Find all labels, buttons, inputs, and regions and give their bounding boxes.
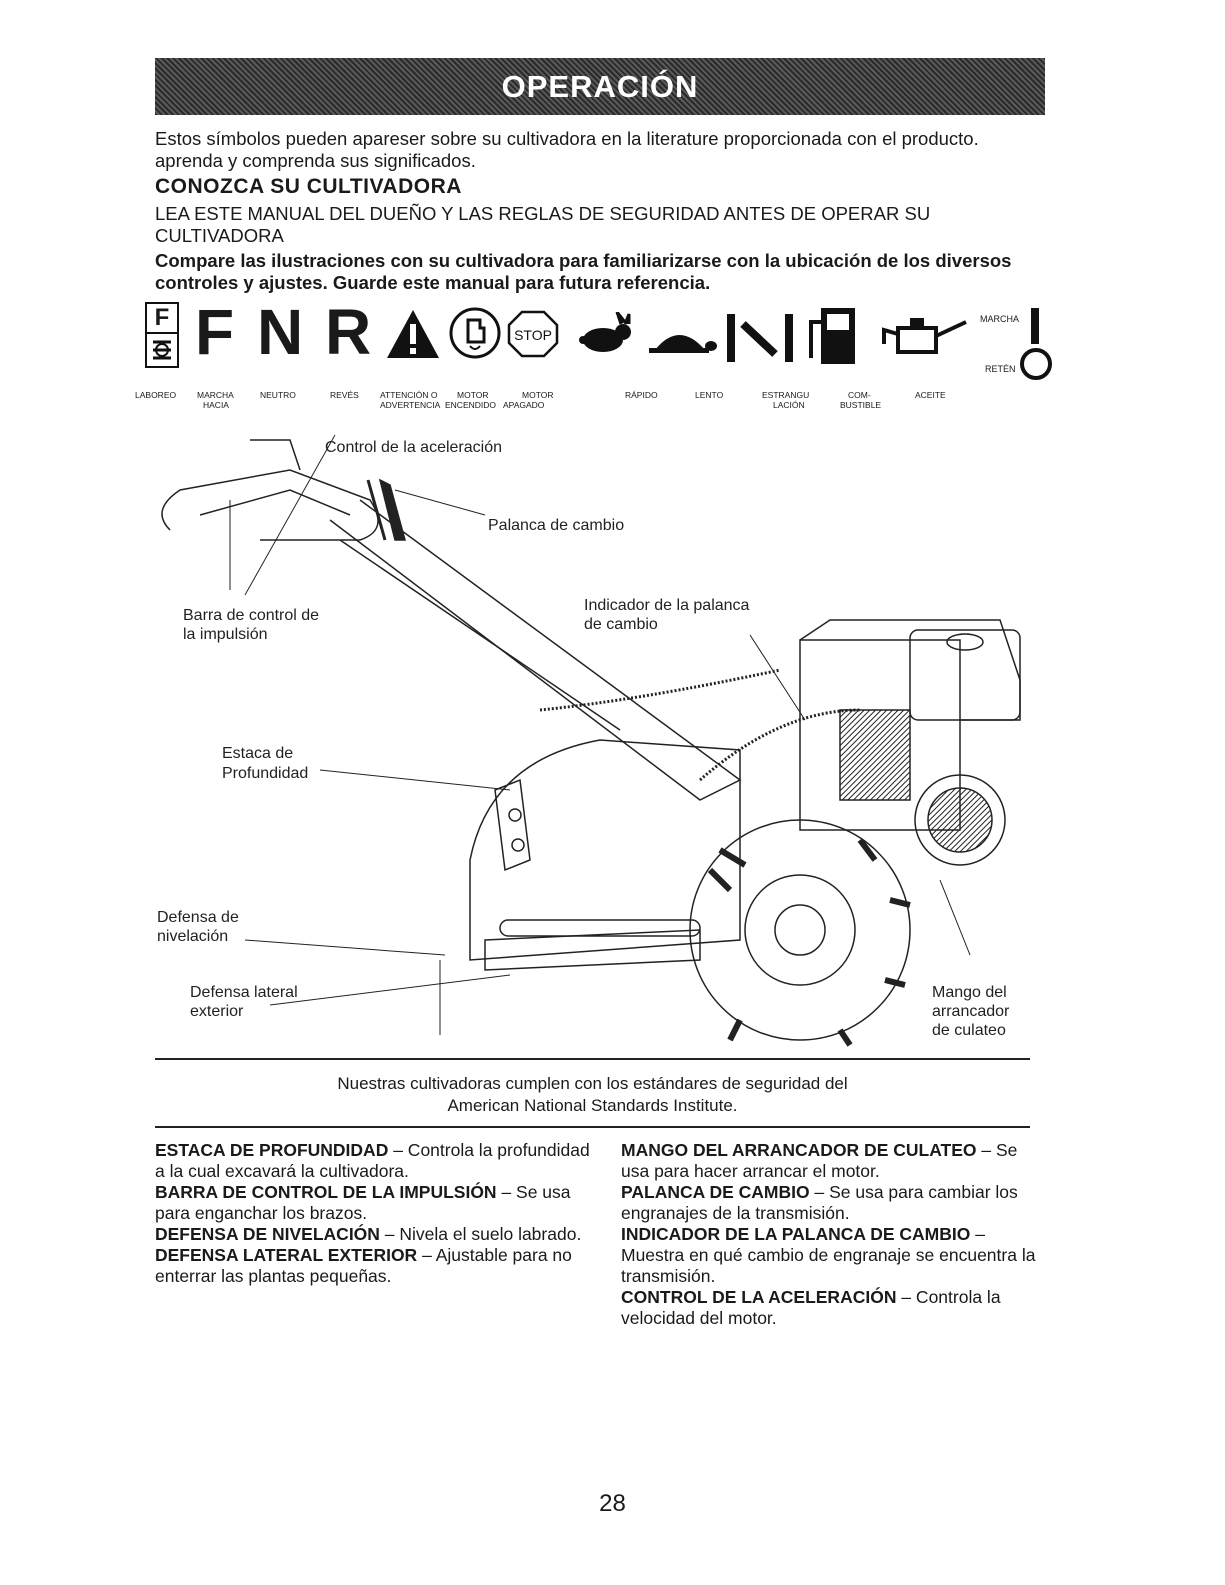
symbol-label: ENCENDIDO <box>445 400 497 410</box>
reverse-letter: R <box>325 296 372 368</box>
tilling-icon: F <box>145 302 179 368</box>
shift-lever <box>366 479 387 541</box>
turtle-slow-icon <box>649 335 717 353</box>
run-bar-icon <box>1031 308 1039 344</box>
symbol-label: MARCHA <box>197 390 234 400</box>
definition-item: MANGO DEL ARRANCADOR DE CULATEO – Se usa… <box>621 1140 1018 1181</box>
callout-drive-bar-2: la impulsión <box>183 626 268 643</box>
standards-note: Nuestras cultivadoras cumplen con los es… <box>155 1073 1030 1117</box>
symbol-label: LACIÓN <box>773 400 805 410</box>
definitions-left: ESTACA DE PROFUNDIDAD – Controla la prof… <box>155 1140 595 1287</box>
symbol-label: ACEITE <box>915 390 946 400</box>
callout-shift-lever: Palanca de cambio <box>488 517 625 534</box>
symbol-label: MOTOR <box>457 390 489 400</box>
tines-icon <box>153 340 171 360</box>
forward-letter: F <box>195 296 235 368</box>
definition-item: PALANCA DE CAMBIO – Se usa para cambiar … <box>621 1182 1018 1223</box>
intro-paragraph: Estos símbolos pueden apareser sobre su … <box>155 128 979 171</box>
symbol-label: ESTRANGU <box>762 390 810 400</box>
callout-leveling-shield-1: Defensa de <box>157 909 239 926</box>
rabbit-fast-icon <box>579 312 631 352</box>
warning-icon <box>387 310 439 358</box>
divider <box>155 1126 1030 1128</box>
wheel <box>689 819 911 1041</box>
run-label: MARCHA <box>980 314 1020 324</box>
section-banner: OPERACIÓN <box>155 58 1045 115</box>
handle-tube <box>329 499 742 801</box>
choke-icon <box>727 314 793 362</box>
box-f-letter: F <box>147 304 177 334</box>
callout-side-shield-2: exterior <box>190 1003 244 1020</box>
manual-notice: LEA ESTE MANUAL DEL DUEÑO Y LAS REGLAS D… <box>155 203 931 246</box>
callout-shift-indicator-2: de cambio <box>584 616 658 633</box>
callout-side-shield-1: Defensa lateral <box>190 984 298 1001</box>
callout-recoil-1: Mango del <box>932 984 1007 1001</box>
callout-drive-bar-1: Barra de control de <box>183 607 320 624</box>
symbol-label: ADVERTENCIA <box>380 400 441 410</box>
symbol-label: COM- <box>848 390 871 400</box>
recoil-starter <box>914 774 1006 866</box>
page-number: 28 <box>599 1490 626 1517</box>
standards-line-1: Nuestras cultivadoras cumplen con los es… <box>337 1074 848 1093</box>
neutral-letter: N <box>257 296 304 368</box>
callout-recoil-3: de culateo <box>932 1022 1006 1039</box>
depth-stake <box>494 778 531 872</box>
definition-item: ESTACA DE PROFUNDIDAD – Controla la prof… <box>155 1140 590 1181</box>
stop-label-text: RETÉN <box>985 364 1016 374</box>
engine-on-icon <box>449 307 501 359</box>
symbol-label: LABOREO <box>135 390 177 400</box>
subsection-heading: CONOZCA SU CULTIVADORA <box>155 175 462 198</box>
compare-notice: Compare las ilustraciones con su cultiva… <box>155 250 1012 293</box>
engine-stop-icon: STOP <box>507 310 559 358</box>
callout-depth-stake-2: Profundidad <box>222 765 309 782</box>
definition-item: INDICADOR DE LA PALANCA DE CAMBIO – Mues… <box>621 1224 1036 1286</box>
callout-throttle: Control de la aceleración <box>325 439 502 456</box>
symbol-label: MOTOR <box>522 390 554 400</box>
callout-depth-stake-1: Estaca de <box>222 745 294 762</box>
symbol-label: RÁPIDO <box>625 390 658 400</box>
handlebar <box>161 469 379 541</box>
definition-item: DEFENSA LATERAL EXTERIOR – Ajustable par… <box>155 1245 572 1286</box>
symbol-label: APAGADO <box>503 400 545 410</box>
engine-block <box>799 639 961 831</box>
callout-recoil-2: arrancador <box>932 1003 1010 1020</box>
symbols-row: F F N R STOP <box>135 296 1075 410</box>
symbol-label: ATTENCIÓN O <box>380 390 438 400</box>
standards-line-2: American National Standards Institute. <box>447 1096 738 1115</box>
leader-line <box>244 434 336 596</box>
symbol-label: REVÉS <box>330 390 359 400</box>
callout-shift-indicator-1: Indicador de la palanca <box>584 597 750 614</box>
stop-label: STOP <box>514 327 552 343</box>
definition-item: CONTROL DE LA ACELERACIÓN – Controla la … <box>621 1287 1001 1328</box>
divider <box>155 1058 1030 1060</box>
fuel-pump-icon <box>809 308 855 364</box>
tiller-illustration <box>161 434 1021 1047</box>
oil-can-icon <box>882 318 967 354</box>
definition-item: BARRA DE CONTROL DE LA IMPULSIÓN – Se us… <box>155 1182 571 1223</box>
callout-leveling-shield-2: nivelación <box>157 928 229 945</box>
section-title: OPERACIÓN <box>501 68 699 104</box>
tine-shield <box>469 739 741 961</box>
definitions-right: MANGO DEL ARRANCADOR DE CULATEO – Se usa… <box>621 1140 1041 1329</box>
stop-circle-icon <box>1020 348 1052 380</box>
symbol-label: LENTO <box>695 390 724 400</box>
definition-item: DEFENSA DE NIVELACIÓN – Nivela el suelo … <box>155 1224 582 1244</box>
symbol-label: BUSTIBLE <box>840 400 882 410</box>
symbol-label: NEUTRO <box>260 390 296 400</box>
symbol-label: HACIA <box>203 400 229 410</box>
